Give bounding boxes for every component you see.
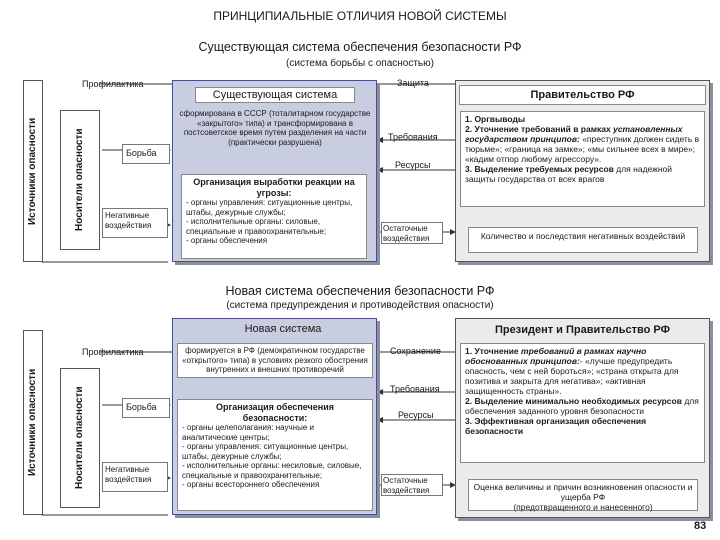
main-title: ПРИНЦИПИАЛЬНЫЕ ОТЛИЧИЯ НОВОЙ СИСТЕМЫ bbox=[213, 9, 507, 23]
existing-residual-label: Остаточные воздействия bbox=[381, 222, 443, 244]
new-residual-label: Остаточные воздействия bbox=[381, 474, 443, 496]
new-org-title: Организация обеспечения безопасности: bbox=[215, 402, 334, 423]
existing-resources-label: Ресурсы bbox=[395, 160, 431, 170]
existing-gov-title: Правительство РФ bbox=[459, 85, 706, 105]
new-gov-point-1: 1. Уточнение требований в рамках научно … bbox=[465, 346, 679, 396]
new-org-item: - органы управления: ситуационные центры… bbox=[182, 442, 349, 461]
existing-system-desc: сформирована в СССР (тоталитарном госуда… bbox=[179, 109, 371, 147]
existing-org-item: - органы управления: ситуационные центры… bbox=[186, 198, 353, 217]
new-org-item: - органы целеполагания: научные и аналит… bbox=[182, 423, 314, 442]
new-preservation-label: Сохранение bbox=[390, 346, 441, 356]
new-section-title: Новая система обеспечения безопасности Р… bbox=[225, 284, 495, 298]
existing-org-title: Организация выработки реакции на угрозы: bbox=[193, 177, 355, 198]
new-struggle-label: Борьба bbox=[122, 398, 170, 418]
new-gov-text: 1. Уточнение требований в рамках научно … bbox=[460, 343, 705, 463]
existing-carriers-label: Носители опасности bbox=[60, 110, 100, 250]
new-requirements-label: Требования bbox=[390, 384, 440, 394]
existing-system-box: Существующая система сформирована в СССР… bbox=[172, 80, 377, 262]
new-sources-label: Источники опасности bbox=[23, 330, 43, 515]
existing-protection-label: Защита bbox=[397, 78, 429, 88]
new-section-subtitle: (система предупреждения и противодействи… bbox=[226, 300, 494, 311]
new-org-item: - исполнительные органы: несиловые, сило… bbox=[182, 461, 362, 480]
new-gov-point-2: 2. Выделение минимально необходимых ресу… bbox=[465, 396, 699, 416]
new-gov-result-note: (предотвращенного и нанесенного) bbox=[513, 502, 653, 512]
existing-gov-result: Количество и последствия негативных возд… bbox=[468, 227, 698, 253]
existing-negative-label: Негативные воздействия bbox=[102, 208, 168, 238]
existing-sources-label: Источники опасности bbox=[23, 80, 43, 262]
new-gov-point-3: 3. Эффективная организация обеспечения б… bbox=[465, 416, 647, 436]
new-system-title: Новая система bbox=[244, 323, 322, 335]
existing-gov-point-3: 3. Выделение требуемых ресурсов для наде… bbox=[465, 164, 673, 184]
existing-section-title: Существующая система обеспечения безопас… bbox=[198, 40, 522, 54]
existing-prevention-label: Профилактика bbox=[82, 79, 144, 89]
existing-requirements-label: Требования bbox=[388, 132, 438, 142]
new-system-desc: формируется в РФ (демократичном государс… bbox=[177, 343, 373, 378]
existing-org-item: - исполнительные органы: силовые, специа… bbox=[186, 217, 327, 236]
new-carriers-label: Носители опасности bbox=[60, 368, 100, 508]
existing-gov-point-1: 1. Оргвыводы bbox=[465, 114, 526, 124]
new-gov-result-main: Оценка величины и причин возникновения о… bbox=[473, 482, 693, 502]
new-org-item: - органы всестороннего обеспечения bbox=[182, 480, 320, 489]
new-system-box: Новая система формируется в РФ (демократ… bbox=[172, 318, 377, 515]
new-negative-label: Негативные воздействия bbox=[102, 462, 168, 492]
existing-gov-box: Правительство РФ 1. Оргвыводы 2. Уточнен… bbox=[455, 80, 710, 262]
new-prevention-label: Профилактика bbox=[82, 347, 144, 357]
existing-gov-point-2: 2. Уточнение требований в рамках установ… bbox=[465, 124, 700, 164]
existing-org-box: Организация выработки реакции на угрозы:… bbox=[181, 174, 367, 259]
new-resources-label: Ресурсы bbox=[398, 410, 434, 420]
new-org-box: Организация обеспечения безопасности: - … bbox=[177, 399, 373, 511]
existing-section-subtitle: (система борьбы с опасностью) bbox=[286, 58, 434, 69]
existing-struggle-label: Борьба bbox=[122, 144, 170, 164]
existing-system-title: Существующая система bbox=[195, 87, 355, 103]
existing-org-item: - органы обеспечения bbox=[186, 236, 268, 245]
new-gov-box: Президент и Правительство РФ 1. Уточнени… bbox=[455, 318, 710, 518]
page-number: 83 bbox=[694, 520, 707, 532]
new-gov-result: Оценка величины и причин возникновения о… bbox=[468, 479, 698, 512]
existing-gov-text: 1. Оргвыводы 2. Уточнение требований в р… bbox=[460, 111, 705, 207]
new-gov-title: Президент и Правительство РФ bbox=[495, 324, 670, 336]
